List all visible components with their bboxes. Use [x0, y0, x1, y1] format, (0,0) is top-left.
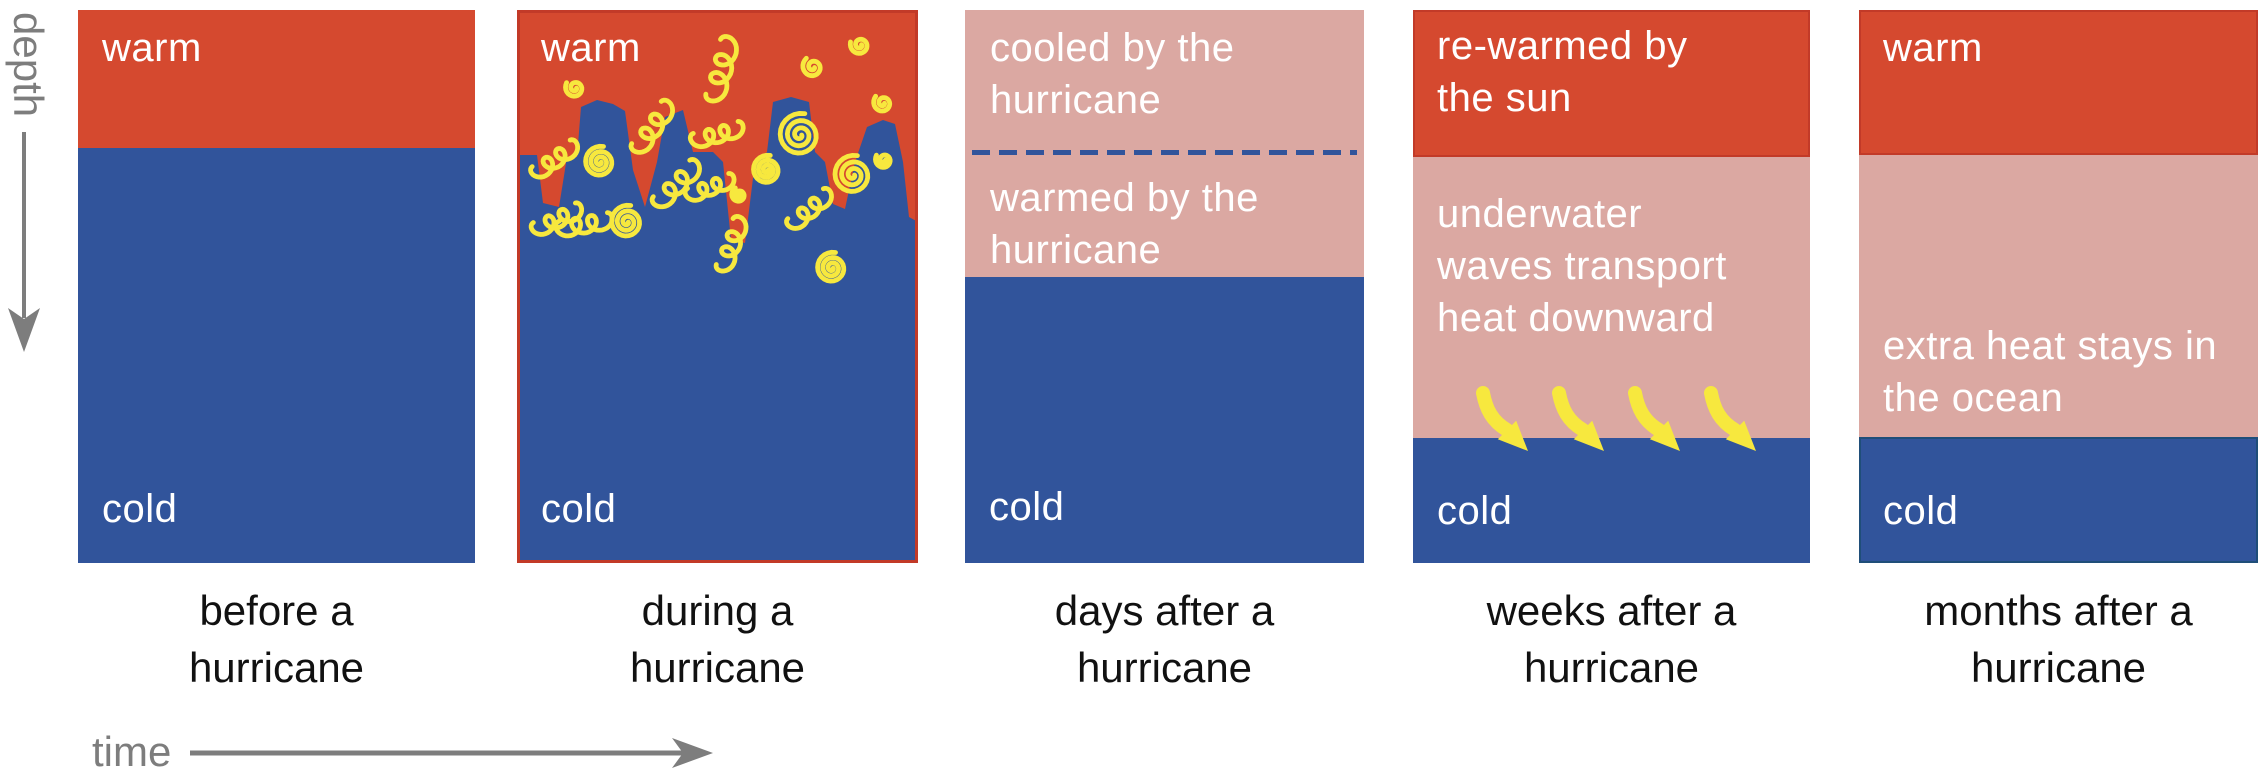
spring-swirl-icon	[529, 138, 582, 182]
spring-swirl-icon	[629, 98, 677, 157]
heat-downward-arrow-icons	[1476, 386, 1756, 451]
spring-swirl-icon	[684, 172, 737, 203]
turbulence-swirl-icons	[529, 35, 891, 281]
heat-downward-arrow-icon	[1628, 386, 1680, 451]
curl-swirl-icon	[566, 83, 582, 97]
curl-swirl-icon	[849, 38, 868, 55]
cold-label: cold	[102, 487, 178, 531]
cold-label: cold	[1883, 489, 1959, 533]
warm-label: warm	[102, 26, 202, 70]
rewarmed-surface-layer	[1413, 10, 1810, 157]
cold-label: cold	[1437, 489, 1513, 533]
panel-weeks-after-hurricane: re-warmed by the sun underwater waves tr…	[1413, 10, 1810, 563]
warm-surface-layer	[1859, 10, 2258, 155]
spiral-swirl-icon	[835, 155, 868, 191]
curl-swirl-icon	[800, 58, 822, 78]
cold-deep-layer	[1413, 438, 1810, 563]
rewarmed-by-sun-label: re-warmed by the sun	[1437, 24, 1688, 120]
curl-swirl-icon	[875, 155, 890, 167]
spiral-swirl-icon	[818, 252, 844, 281]
caption-during: during a hurricane	[629, 587, 806, 691]
heat-downward-arrow-icon	[1552, 386, 1604, 451]
spring-swirl-icon	[715, 215, 750, 274]
time-axis-label: time	[92, 728, 172, 774]
spring-swirl-icon	[555, 212, 614, 238]
spring-swirl-icon	[785, 186, 836, 233]
warm-surface-layer	[78, 10, 475, 148]
warm-label: warm	[1883, 26, 1983, 70]
panel-months-after-hurricane: warm extra heat stays in the ocean cold	[1859, 10, 2258, 563]
depth-axis-arrow-icon	[8, 132, 40, 352]
cold-label: cold	[989, 485, 1065, 529]
cold-deep-layer	[1859, 437, 2258, 563]
spiral-swirl-icon	[586, 146, 612, 175]
caption-days: days after a hurricane	[1054, 587, 1275, 691]
panel-during-hurricane: warm cold	[517, 10, 918, 563]
cooled-by-hurricane-label: cooled by the hurricane	[990, 26, 1235, 122]
spiral-swirl-icon	[754, 155, 779, 182]
warmed-by-hurricane-label: warmed by the hurricane	[990, 176, 1259, 272]
caption-before: before a hurricane	[188, 587, 365, 691]
extra-heat-label: extra heat stays in the ocean	[1883, 324, 2218, 420]
caption-months: months after a hurricane	[1924, 587, 2193, 691]
cold-deep-layer	[965, 277, 1364, 563]
warm-label: warm	[541, 26, 641, 70]
spiral-swirl-icon	[612, 205, 640, 236]
cold-deep-layer	[78, 148, 475, 563]
spring-swirl-icon	[705, 35, 740, 104]
caption-weeks: weeks after a hurricane	[1486, 587, 1737, 691]
mixing-turbulence-graphic	[517, 10, 918, 563]
heat-downward-arrow-icon	[1476, 386, 1528, 451]
panel-days-after-hurricane: cooled by the hurricane warmed by the hu…	[965, 10, 1364, 563]
curl-swirl-icon	[872, 96, 890, 112]
underwater-waves-label: underwater waves transport heat downward	[1437, 192, 1727, 340]
panel-before-hurricane: warm cold	[78, 10, 475, 563]
cold-label: cold	[541, 487, 617, 531]
spring-swirl-icon	[689, 121, 745, 150]
pre-hurricane-thermocline-dashed-line	[972, 150, 1357, 155]
panel-border	[517, 10, 918, 563]
extra-heat-layer	[1859, 155, 2258, 437]
heat-downward-arrow-icon	[1704, 386, 1756, 451]
spiral-swirl-icon	[780, 113, 816, 153]
time-axis-arrow-icon	[190, 738, 713, 768]
curl-swirl-icon	[729, 187, 746, 203]
